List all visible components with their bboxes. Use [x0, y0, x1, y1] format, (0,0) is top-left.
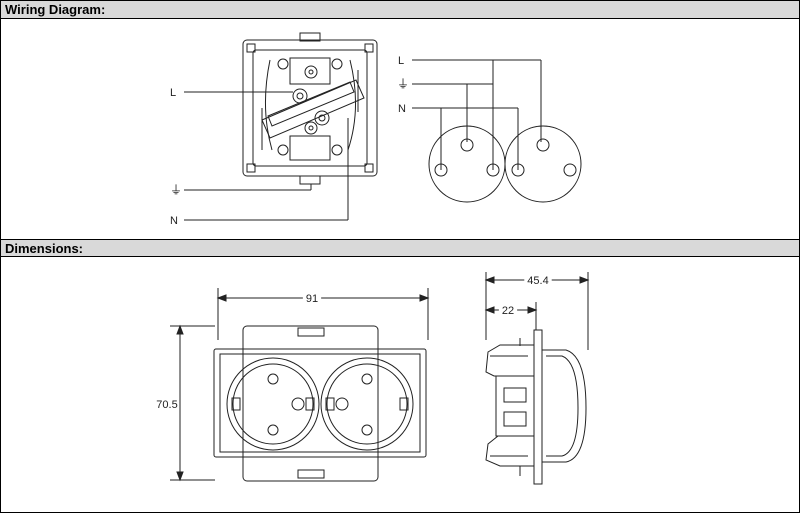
total-depth-label-backdrop — [524, 275, 552, 287]
left-leader-lines — [184, 91, 349, 221]
side-view — [484, 272, 590, 485]
left-neutral-label: N — [170, 215, 178, 227]
wiring-schematic — [412, 59, 582, 203]
wiring-diagram-header: Wiring Diagram: — [1, 1, 799, 19]
total-depth-label: 45.4 — [527, 275, 548, 287]
width-dimension-label-backdrop — [302, 293, 322, 305]
partial-depth-label: 22 — [502, 305, 514, 317]
right-live-label: L — [398, 55, 404, 67]
width-dimension-label: 91 — [306, 293, 318, 305]
partial-depth-label-backdrop — [498, 305, 518, 317]
front-view — [170, 288, 430, 482]
dimensions-header: Dimensions: — [1, 239, 799, 257]
right-neutral-label: N — [398, 103, 406, 115]
height-dimension-label: 70.5 — [156, 399, 177, 411]
socket-mechanism-top-view — [242, 32, 378, 185]
left-live-label: L — [170, 87, 176, 99]
left-earth-label: ⏚ — [170, 183, 182, 197]
right-earth-label: ⏚ — [397, 77, 409, 91]
